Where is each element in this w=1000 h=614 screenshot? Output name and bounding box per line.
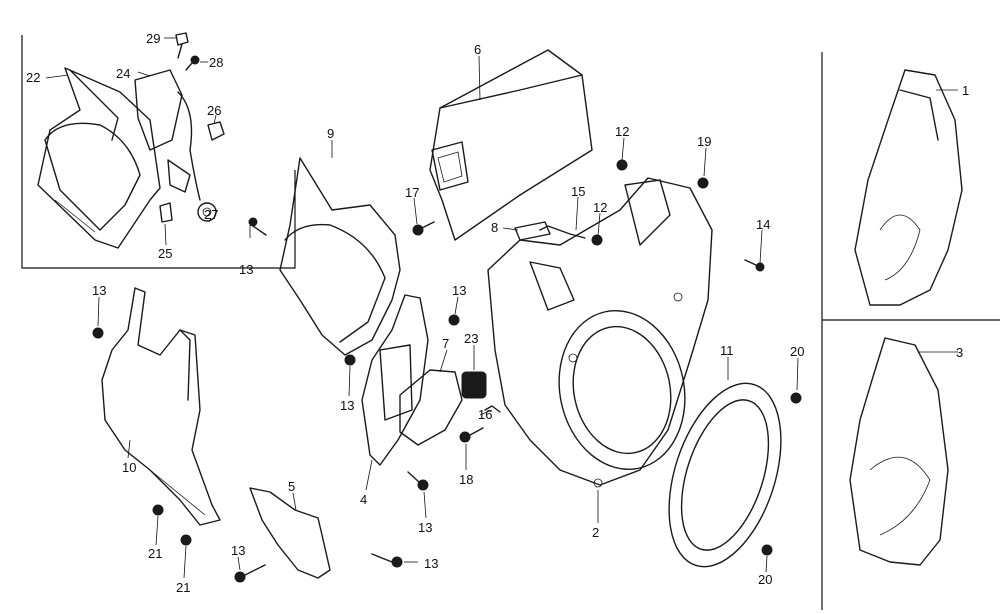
callout-number: 13 xyxy=(231,543,245,558)
part-27-grommet xyxy=(197,202,217,222)
part-25-clip xyxy=(159,202,173,223)
callout-number: 28 xyxy=(209,55,223,70)
callout-number: 18 xyxy=(459,472,473,487)
part-5-lower-guard xyxy=(249,487,331,579)
part-7-gasket xyxy=(399,369,463,446)
callout-number: 13 xyxy=(92,283,106,298)
callout-number: 13 xyxy=(239,262,253,277)
callout-number: 22 xyxy=(26,70,40,85)
callout-number: 24 xyxy=(116,66,130,81)
callout-number: 26 xyxy=(207,103,221,118)
callout-number: 13 xyxy=(452,283,466,298)
callout-number: 12 xyxy=(593,200,607,215)
callout-number: 15 xyxy=(571,184,585,199)
part-26-nut xyxy=(207,121,225,141)
callout-number: 6 xyxy=(474,42,481,57)
callout-number: 19 xyxy=(697,134,711,149)
part-1-housing-variant xyxy=(854,69,963,306)
part-10-side-plate xyxy=(101,287,221,526)
part-2-fan-housing xyxy=(487,177,713,488)
callout-number: 7 xyxy=(442,336,449,351)
callout-number: 16 xyxy=(478,407,492,422)
callout-number: 21 xyxy=(148,546,162,561)
callout-number: 8 xyxy=(491,220,498,235)
part-23-knob xyxy=(461,371,487,399)
callout-number: 4 xyxy=(360,492,367,507)
callout-number: 1 xyxy=(962,83,969,98)
callout-number: 13 xyxy=(418,520,432,535)
callout-number: 11 xyxy=(720,343,734,358)
fastener-bolts xyxy=(92,159,802,583)
callout-number: 17 xyxy=(405,185,419,200)
callout-number: 20 xyxy=(790,344,804,359)
callout-number: 27 xyxy=(204,207,218,222)
part-29-bolt xyxy=(175,32,189,59)
part-9-shroud-plate xyxy=(279,157,401,356)
part-28-screw xyxy=(185,55,200,71)
callout-number: 12 xyxy=(615,124,629,139)
inset-frame-right xyxy=(821,52,1000,610)
callout-number: 20 xyxy=(758,572,772,587)
part-22-guard-plate xyxy=(37,67,161,249)
part-4-baffle xyxy=(361,294,429,466)
callout-number: 25 xyxy=(158,246,172,261)
part-3-housing-variant xyxy=(849,337,949,566)
callout-number: 9 xyxy=(327,126,334,141)
callout-number: 3 xyxy=(956,345,963,360)
callout-number: 21 xyxy=(176,580,190,595)
callout-number: 23 xyxy=(464,331,478,346)
part-11-ring xyxy=(668,382,782,568)
callout-number: 5 xyxy=(288,479,295,494)
callout-number: 14 xyxy=(756,217,770,232)
callout-number: 29 xyxy=(146,31,160,46)
callout-number: 13 xyxy=(340,398,354,413)
leader-lines xyxy=(45,37,958,579)
inset-frame-top-left xyxy=(21,35,296,269)
part-6-top-cover xyxy=(429,49,593,241)
callout-number: 10 xyxy=(122,460,136,475)
part-24-bracket xyxy=(134,69,201,201)
callout-number: 13 xyxy=(424,556,438,571)
callout-number: 2 xyxy=(592,525,599,540)
